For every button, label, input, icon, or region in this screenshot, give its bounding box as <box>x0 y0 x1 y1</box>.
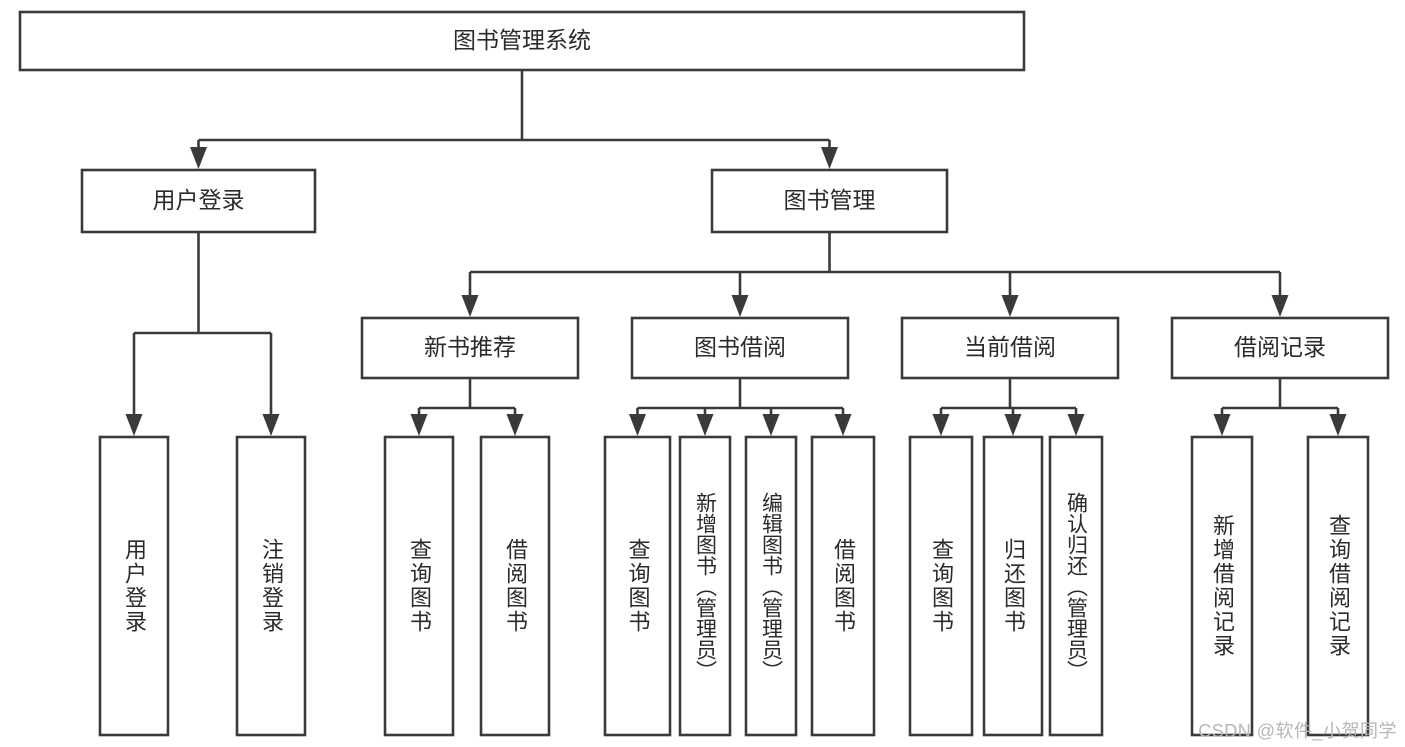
node-box-l2_0[interactable] <box>360 316 580 380</box>
node-label-l1_1: 图书管理 <box>784 187 876 213</box>
arrow-head-icon <box>461 295 479 317</box>
node-label-l2_0: 新书推荐 <box>424 334 516 360</box>
node-label-l1_0: 用户登录 <box>153 187 245 213</box>
arrow-head-icon <box>762 414 780 436</box>
node-box-leaf_12[interactable] <box>1306 435 1370 737</box>
edge-layer <box>125 70 1347 436</box>
arrow-head-icon <box>932 414 950 436</box>
node-label-l2_1: 图书借阅 <box>694 334 786 360</box>
node-box-leaf_1[interactable] <box>235 435 307 737</box>
node-box-l2_3[interactable] <box>1170 316 1390 380</box>
arrow-head-icon <box>731 295 749 317</box>
node-box-leaf_5[interactable] <box>678 435 732 737</box>
arrow-head-icon <box>1271 295 1289 317</box>
arrow-head-icon <box>190 147 207 169</box>
arrow-head-icon <box>629 414 646 436</box>
node-box-leaf_0[interactable] <box>98 435 170 737</box>
node-box-leaf_2[interactable] <box>383 435 455 737</box>
arrow-head-icon <box>506 414 524 436</box>
arrow-head-icon <box>1329 414 1347 436</box>
node-box-l1_0[interactable] <box>80 168 317 234</box>
node-box-l2_1[interactable] <box>630 316 850 380</box>
node-box-leaf_7[interactable] <box>810 435 876 737</box>
arrow-head-icon <box>125 414 143 436</box>
arrow-head-icon <box>262 414 280 436</box>
node-box-leaf_4[interactable] <box>603 435 672 737</box>
node-box-root[interactable] <box>18 10 1026 72</box>
arrow-head-icon <box>1001 295 1019 317</box>
arrow-head-icon <box>410 414 428 436</box>
node-label-root: 图书管理系统 <box>453 27 591 53</box>
arrow-head-icon <box>1213 414 1231 436</box>
arrow-head-icon <box>834 414 852 436</box>
node-box-leaf_3[interactable] <box>479 435 551 737</box>
box-layer <box>18 10 1390 737</box>
node-box-leaf_9[interactable] <box>982 435 1044 737</box>
node-box-leaf_6[interactable] <box>744 435 798 737</box>
node-box-leaf_10[interactable] <box>1048 435 1104 737</box>
watermark-text: CSDN @软件_小贺同学 <box>1198 721 1397 741</box>
node-label-l2_2: 当前借阅 <box>964 334 1056 360</box>
node-box-l2_2[interactable] <box>900 316 1120 380</box>
arrow-head-icon <box>1067 414 1085 436</box>
arrow-head-icon <box>1004 414 1022 436</box>
node-label-l2_3: 借阅记录 <box>1234 334 1326 360</box>
node-box-leaf_8[interactable] <box>908 435 974 737</box>
arrow-head-icon <box>696 414 714 436</box>
node-box-leaf_11[interactable] <box>1190 435 1254 737</box>
arrow-head-icon <box>821 147 838 169</box>
node-box-l1_1[interactable] <box>710 168 949 234</box>
